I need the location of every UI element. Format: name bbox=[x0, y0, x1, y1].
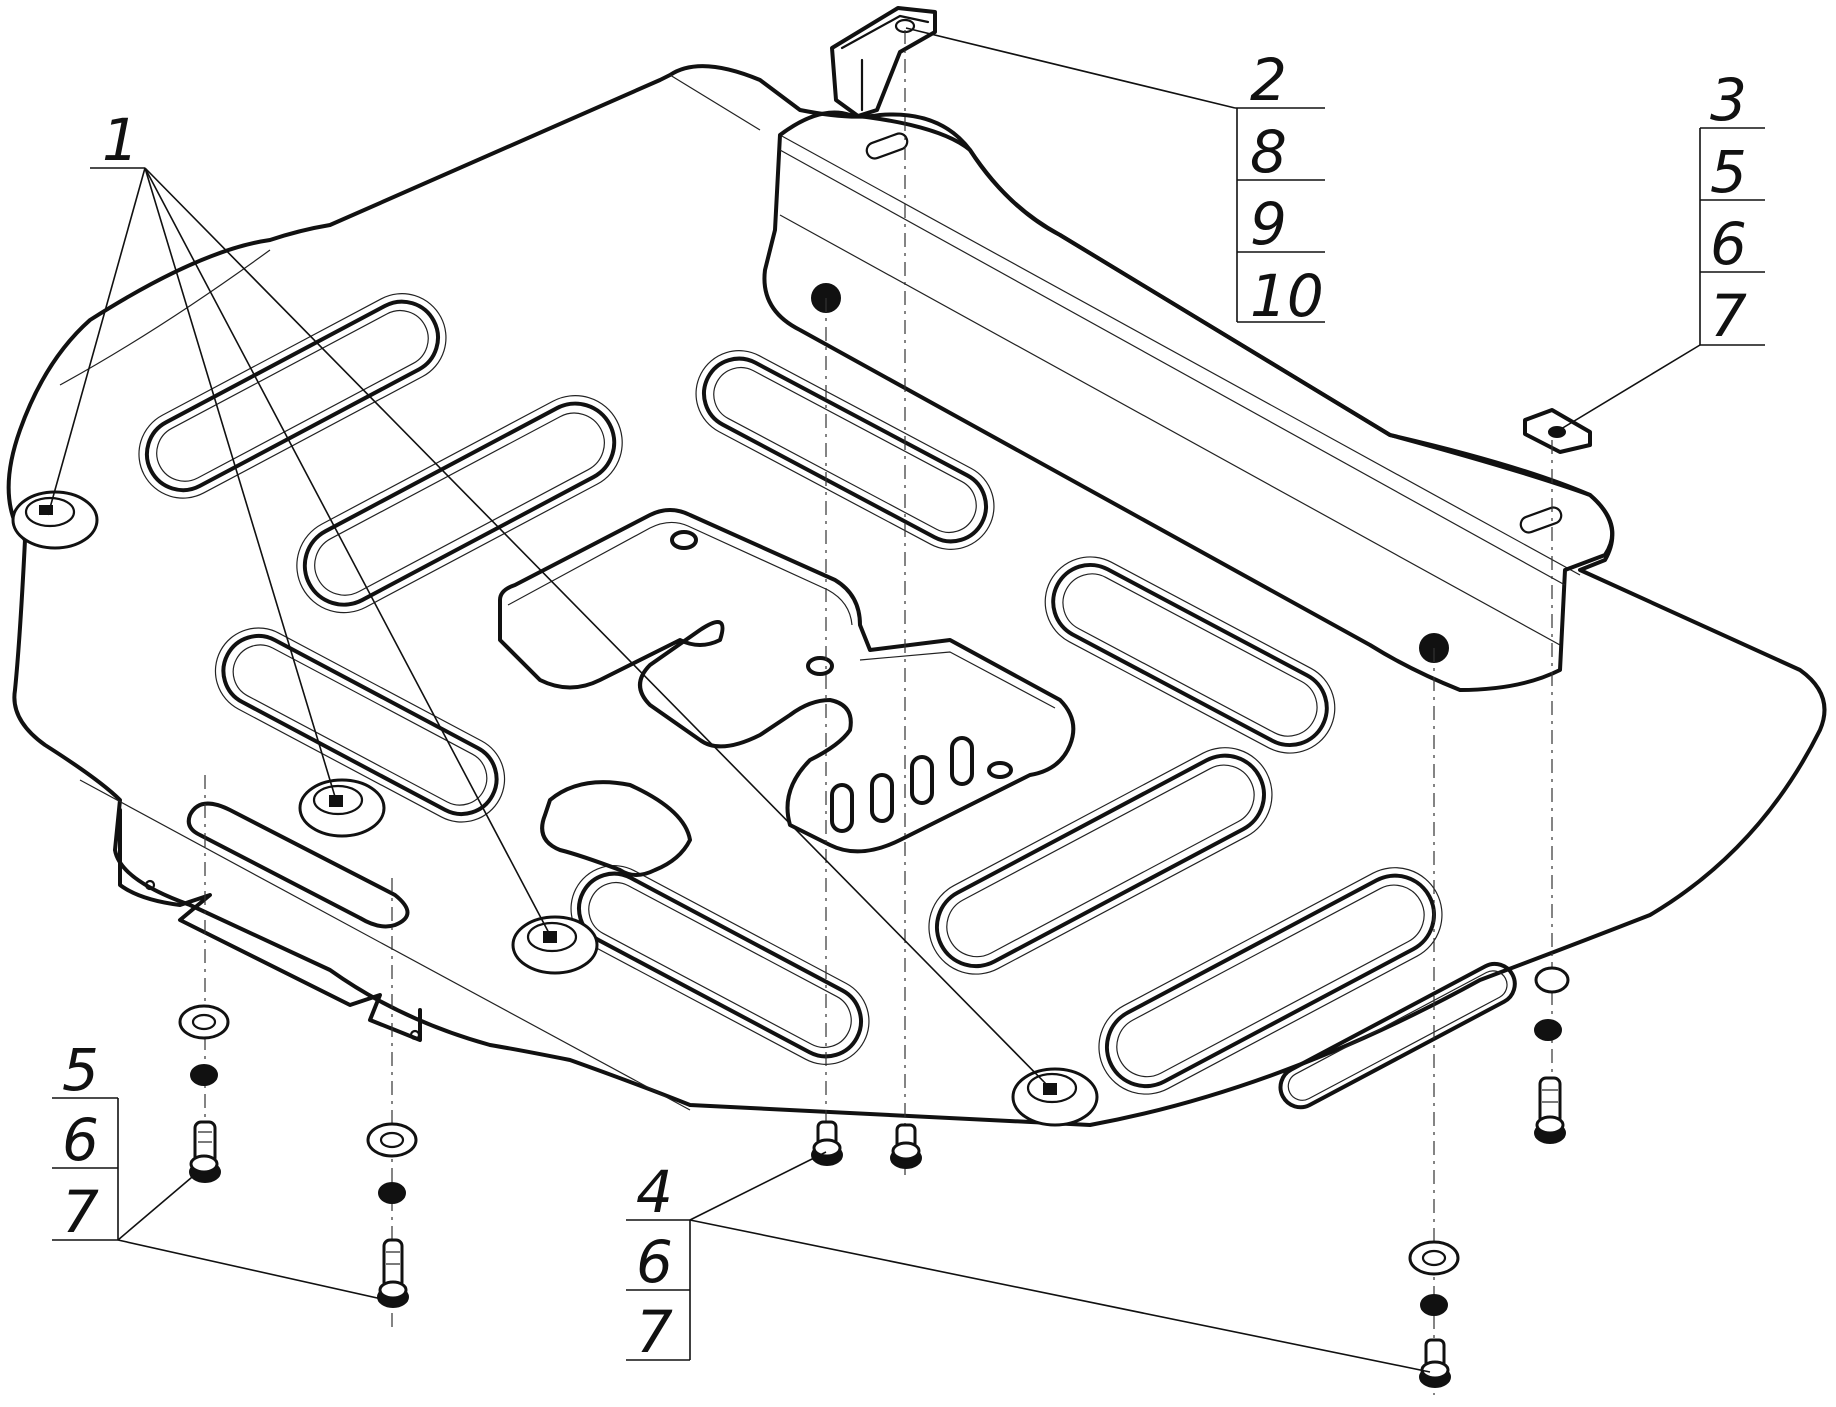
bracket-item-2 bbox=[830, 6, 937, 118]
callout-2-label-4: 10 bbox=[1250, 262, 1324, 330]
boss-left-mid bbox=[298, 778, 386, 838]
boss-bottom-center bbox=[1011, 1067, 1099, 1127]
stamped-ribs bbox=[138, 293, 1517, 1110]
rear-flange-outline bbox=[762, 110, 1615, 692]
callout-1: 1 bbox=[47, 106, 1051, 1089]
callout-4: 4 6 7 bbox=[626, 1151, 1431, 1373]
callout-3-label-3: 6 bbox=[1710, 210, 1747, 278]
callout-5-label-3: 7 bbox=[62, 1178, 99, 1246]
callout-3: 3 5 6 7 bbox=[1555, 66, 1765, 433]
callout-1-label: 1 bbox=[102, 106, 139, 174]
callout-3-label-4: 7 bbox=[1710, 282, 1747, 350]
mounting-bosses bbox=[11, 490, 1099, 1127]
callout-4-label-3: 7 bbox=[636, 1298, 673, 1366]
callout-2-label-3: 9 bbox=[1250, 190, 1287, 258]
callout-3-label-2: 5 bbox=[1710, 138, 1747, 206]
callout-3-label-1: 3 bbox=[1710, 66, 1747, 134]
callout-5-label-2: 6 bbox=[62, 1106, 99, 1174]
service-hatch bbox=[540, 780, 692, 877]
callout-5: 5 6 7 bbox=[52, 1036, 387, 1301]
callout-2-label-1: 2 bbox=[1250, 46, 1287, 114]
boss-center-left bbox=[511, 915, 599, 975]
fastener-stack-left bbox=[178, 1004, 230, 1183]
callout-5-label-1: 5 bbox=[62, 1036, 99, 1104]
callout-4-label-2: 6 bbox=[636, 1228, 673, 1296]
fastener-bolts-center bbox=[811, 1120, 922, 1169]
fasteners bbox=[178, 966, 1570, 1388]
fastener-stack-right bbox=[1408, 1240, 1460, 1388]
callout-4-label-1: 4 bbox=[636, 1158, 673, 1226]
fastener-stack-left-2 bbox=[366, 1122, 418, 1308]
front-flange bbox=[118, 801, 422, 1042]
callout-2-label-2: 8 bbox=[1250, 118, 1287, 186]
callout-2: 2 8 9 10 bbox=[905, 27, 1325, 330]
fastener-stack-far-right bbox=[1534, 966, 1570, 1144]
boss-left-top bbox=[11, 490, 99, 550]
central-emblem bbox=[498, 508, 1076, 854]
